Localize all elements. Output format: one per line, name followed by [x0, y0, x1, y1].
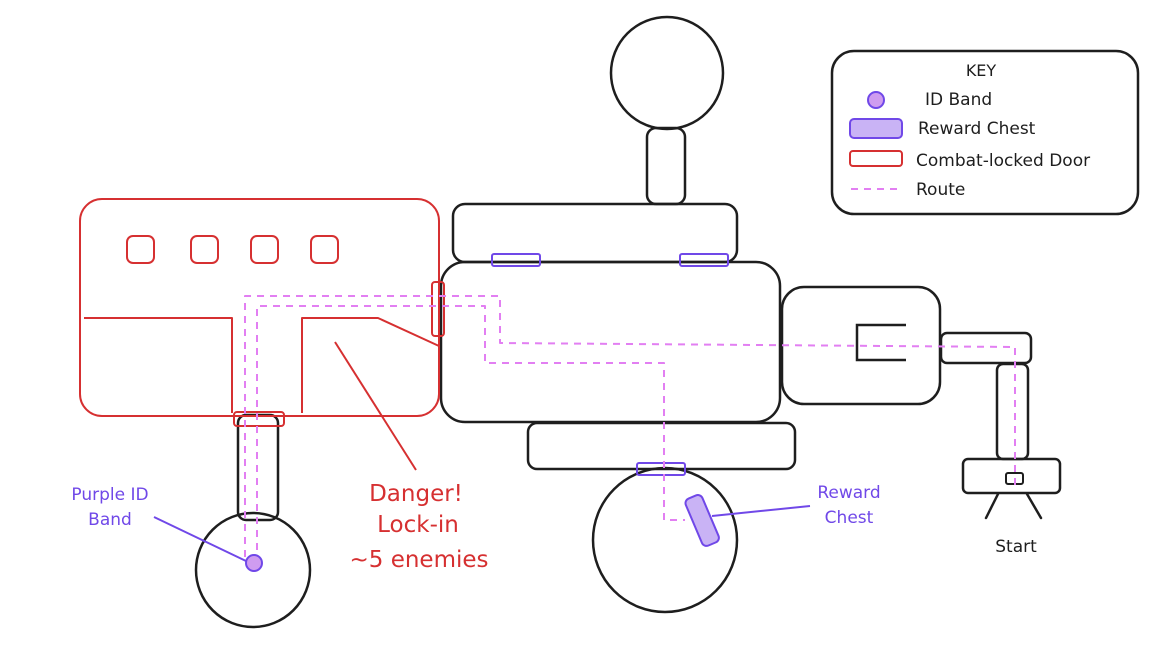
legend-label-id-band: ID Band — [925, 90, 992, 110]
danger-label-line-3: ~5 enemies — [349, 547, 488, 573]
central-hall — [439, 260, 782, 424]
enemy-slot-1 — [126, 235, 155, 264]
danger-label-line-2: Lock-in — [377, 512, 459, 538]
combat-room-outline — [79, 198, 440, 417]
legend-label-combat-door: Combat-locked Door — [916, 151, 1090, 171]
start-marker — [984, 472, 1043, 520]
combat-door-east — [431, 281, 445, 337]
route-line-outer — [244, 295, 1016, 563]
east-corridor — [939, 331, 1033, 365]
start-label: Start — [995, 537, 1037, 557]
rooms — [194, 15, 1062, 629]
id-band-icon — [867, 91, 885, 109]
legend-label-reward-chest: Reward Chest — [918, 119, 1036, 139]
reward-chest-label-line-1: Reward — [817, 483, 880, 503]
id-band-circle-room — [194, 511, 312, 629]
id-band-pointer — [153, 516, 247, 562]
start-corridor — [995, 362, 1030, 461]
reward-chest-label-line-2: Chest — [825, 508, 874, 528]
purple-door-upper-right — [679, 253, 729, 267]
legend-label-route: Route — [916, 180, 965, 200]
door-bracket-icon — [855, 323, 906, 362]
reward-chest-icon — [849, 118, 903, 139]
enemy-slot-4 — [310, 235, 339, 264]
purple-doors — [491, 253, 729, 476]
purple-id-band-label-line-2: Band — [88, 510, 132, 530]
inner-wall-left — [84, 317, 233, 413]
purple-id-band-label-line-1: Purple ID — [71, 485, 148, 505]
top-corridor — [645, 126, 687, 206]
combat-door-icon — [849, 150, 903, 167]
purple-door-upper-left — [491, 253, 541, 267]
reward-chest-item-icon — [684, 494, 720, 547]
enemy-slot-3 — [250, 235, 279, 264]
legend-title: KEY — [966, 61, 997, 80]
combat-door-south — [233, 411, 285, 427]
reward-chest-pointer — [711, 505, 811, 517]
legend-box — [830, 49, 1140, 216]
legend: KEY ID Band Reward Chest Combat-locked D… — [830, 49, 1140, 216]
danger-pointer — [334, 341, 417, 471]
route-line-inner — [256, 305, 685, 563]
enemy-slot-2 — [190, 235, 219, 264]
top-circle-room — [609, 15, 725, 131]
danger-label-line-1: Danger! — [369, 481, 463, 507]
route-path — [244, 295, 1016, 563]
start-platform — [961, 457, 1062, 495]
id-band-item-icon — [245, 554, 263, 572]
inner-wall-right — [301, 317, 440, 413]
combat-room — [79, 198, 445, 471]
purple-door-lower — [636, 462, 686, 476]
